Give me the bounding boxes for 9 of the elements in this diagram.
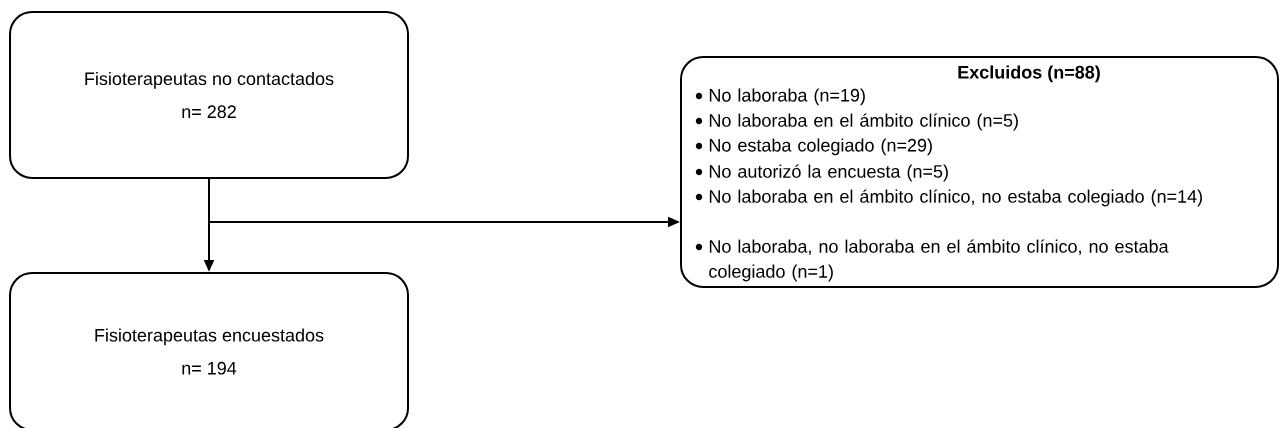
process-box: Fisioterapeutas no contactados n= 282: [9, 11, 409, 179]
process-box: Fisioterapeutas encuestados n= 194: [9, 272, 409, 428]
bullet-item: No laboraba en el ámbito clínico, no estaba colegiado (n=14): [695, 189, 1202, 207]
bullet-item: No laboraba en el ámbito clínico (n=5): [695, 113, 1018, 131]
heading: Excluidos (n=88): [958, 65, 1100, 83]
bullet-item: No autorizó la encuesta (n=5): [695, 164, 948, 182]
bullet-item: No estaba colegiado (n=29): [695, 138, 932, 156]
bullet-item: No laboraba (n=19): [695, 88, 865, 106]
bullet-item: No laboraba, no laboraba en el ámbito clínico, no estaba colegiado (n=1): [695, 239, 1169, 282]
